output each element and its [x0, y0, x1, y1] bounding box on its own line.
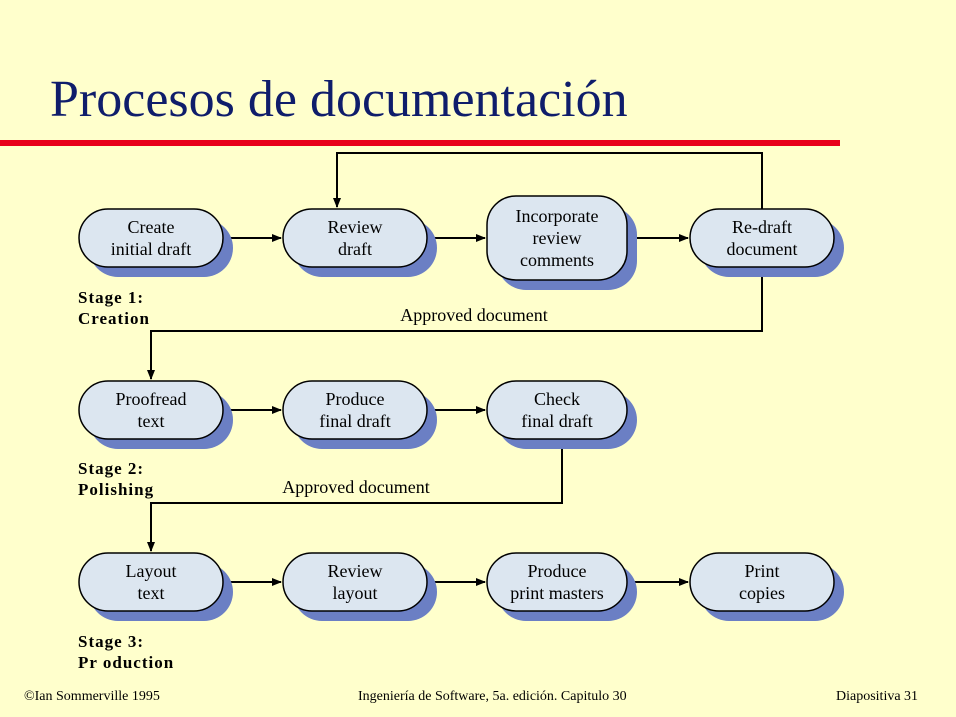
layout-text-label-line: text — [138, 583, 165, 603]
footer-slide-number: Diapositiva 31 — [836, 689, 919, 704]
incorporate-review-comments-label-line: comments — [520, 250, 594, 270]
review-draft-label-line: Review — [328, 217, 383, 237]
stage-2-label-line2: Polishing — [78, 480, 155, 499]
incorporate-review-comments-label-line: Incorporate — [516, 206, 599, 226]
proofread-text-label-line: Proofread — [116, 389, 187, 409]
stage-1-label-line2: Creation — [78, 309, 150, 328]
footer-copyright: ©Ian Sommerville 1995 — [24, 689, 160, 704]
create-initial-draft-label-line: Create — [128, 217, 175, 237]
stage-2-label: Stage 2: Polishing — [78, 458, 154, 500]
create-initial-draft-node-box — [78, 208, 224, 268]
slide-title: Procesos de documentación — [50, 71, 628, 128]
create-initial-draft-label-line: initial draft — [111, 239, 191, 259]
produce-print-masters-node-box — [486, 552, 628, 612]
review-layout-node-box — [282, 552, 428, 612]
print-copies-label-line: copies — [739, 583, 785, 603]
title-underline — [0, 140, 840, 146]
stage-1-label: Stage 1: Creation — [78, 287, 150, 329]
produce-final-draft-label-line: final draft — [319, 411, 390, 431]
review-layout-label-line: Review — [328, 561, 383, 581]
incorporate-review-comments-node-box — [486, 195, 628, 281]
review-draft-label-line: draft — [338, 239, 372, 259]
edge-re-draft-document-to-review-draft — [333, 152, 763, 209]
incorporate-review-comments-label-line: review — [533, 228, 582, 248]
produce-final-draft-label-line: Produce — [326, 389, 385, 409]
stage-3-label-line1: Stage 3: — [78, 632, 145, 651]
produce-final-draft-node-box — [282, 380, 428, 440]
produce-print-masters-label-line: print masters — [510, 583, 603, 603]
edge-check-final-draft-to-layout-text — [147, 439, 563, 552]
produce-print-masters-label-line: Produce — [528, 561, 587, 581]
re-draft-document-label-line: document — [727, 239, 798, 259]
stage-3-label-line2: Pr oduction — [78, 653, 175, 672]
check-final-draft-label-line: final draft — [521, 411, 592, 431]
review-layout-label-line: layout — [333, 583, 378, 603]
edge-label-approved-document: Approved document — [282, 477, 429, 497]
print-copies-node-box — [689, 552, 835, 612]
edge-re-draft-document-to-proofread-text — [147, 267, 763, 380]
stage-1-label-line1: Stage 1: — [78, 288, 145, 307]
stage-3-label: Stage 3: Pr oduction — [78, 631, 174, 673]
edge-label-approved-document: Approved document — [400, 305, 547, 325]
edges-layer — [147, 152, 763, 586]
re-draft-document-node-box — [689, 208, 835, 268]
review-draft-node-box — [282, 208, 428, 268]
re-draft-document-label-line: Re-draft — [732, 217, 792, 237]
proofread-text-node-box — [78, 380, 224, 440]
print-copies-label-line: Print — [744, 561, 779, 581]
layout-text-node-box — [78, 552, 224, 612]
check-final-draft-node-box — [486, 380, 628, 440]
check-final-draft-label-line: Check — [534, 389, 580, 409]
proofread-text-label-line: text — [138, 411, 165, 431]
footer-book: Ingeniería de Software, 5a. edición. Cap… — [358, 689, 627, 704]
stage-2-label-line1: Stage 2: — [78, 459, 145, 478]
layout-text-label-line: Layout — [126, 561, 177, 581]
